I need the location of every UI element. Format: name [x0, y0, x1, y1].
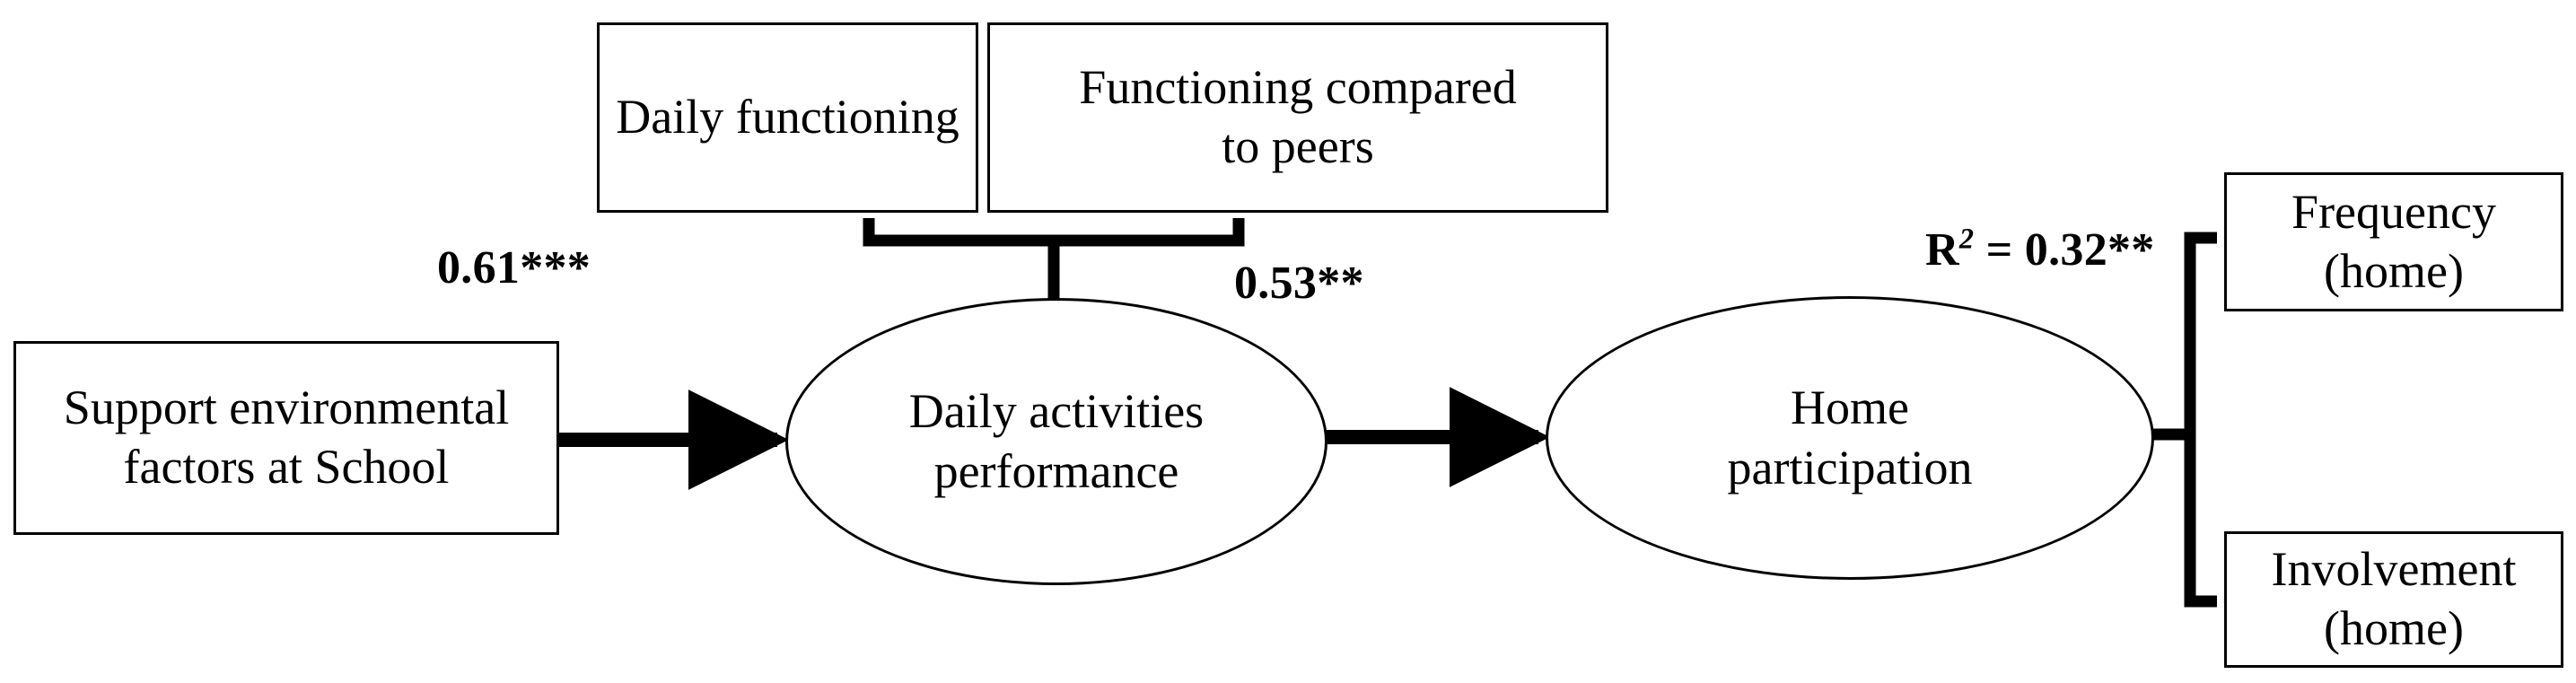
- indicator-bracket: [863, 218, 1245, 300]
- node-involvement-home-label: Involvement (home): [2271, 542, 2517, 655]
- r-squared-prefix: R: [1925, 224, 1959, 276]
- edge-label-indicators-to-daily-activities: 0.53**: [1234, 258, 1364, 309]
- node-daily-functioning-label: Daily functioning: [616, 90, 959, 144]
- r-squared-suffix: = 0.32**: [1974, 224, 2155, 276]
- node-frequency-home-label: Frequency (home): [2291, 184, 2496, 298]
- node-daily-activities-performance-label: Daily activities performance: [908, 384, 1205, 498]
- node-frequency-home[interactable]: Frequency (home): [2224, 172, 2563, 311]
- edge-label-support-to-daily-activities: 0.61***: [437, 242, 591, 293]
- node-support-environmental-factors[interactable]: Support environmental factors at School: [13, 341, 559, 535]
- node-home-participation[interactable]: Home participation: [1546, 296, 2154, 580]
- node-functioning-compared-to-peers[interactable]: Functioning compared to peers: [987, 22, 1608, 213]
- node-support-environmental-factors-label: Support environmental factors at School: [63, 381, 510, 494]
- node-daily-activities-performance[interactable]: Daily activities performance: [785, 298, 1327, 585]
- r-squared-superscript: 2: [1958, 222, 1975, 255]
- node-functioning-compared-to-peers-label: Functioning compared to peers: [1079, 60, 1517, 173]
- edge-label-home-participation-r-squared: R2 = 0.32**: [1925, 224, 2155, 276]
- node-daily-functioning[interactable]: Daily functioning: [597, 22, 978, 213]
- node-home-participation-label: Home participation: [1727, 381, 1973, 495]
- node-involvement-home[interactable]: Involvement (home): [2224, 531, 2563, 668]
